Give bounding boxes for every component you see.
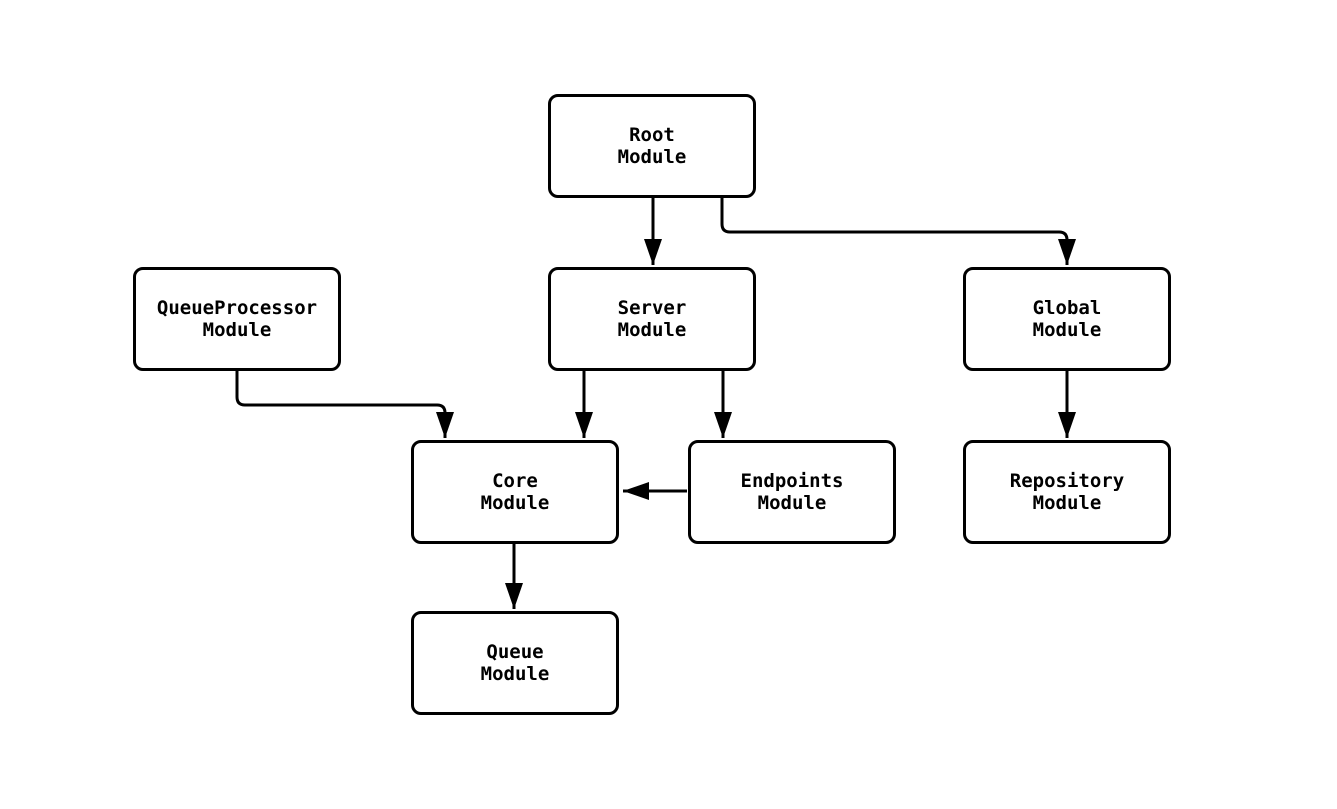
node-global-module: Global Module (963, 267, 1171, 371)
node-endpoints-module-label: Endpoints Module (740, 470, 844, 514)
node-root-module-label: Root Module (617, 124, 687, 168)
node-repository-module-label: Repository Module (1009, 470, 1125, 514)
node-core-module: Core Module (411, 440, 619, 544)
node-server-module-label: Server Module (617, 297, 687, 341)
edge-root-to-global (720, 198, 1076, 265)
node-global-module-label: Global Module (1032, 297, 1102, 341)
node-server-module: Server Module (548, 267, 756, 371)
node-repository-module: Repository Module (963, 440, 1171, 544)
node-endpoints-module: Endpoints Module (688, 440, 896, 544)
node-root-module: Root Module (548, 94, 756, 198)
node-queueprocessor-module: QueueProcessor Module (133, 267, 341, 371)
node-queue-module: Queue Module (411, 611, 619, 715)
node-core-module-label: Core Module (480, 470, 550, 514)
node-queueprocessor-module-label: QueueProcessor Module (156, 297, 318, 341)
edge-queueprocessor-to-core (235, 371, 454, 438)
node-queue-module-label: Queue Module (480, 641, 550, 685)
